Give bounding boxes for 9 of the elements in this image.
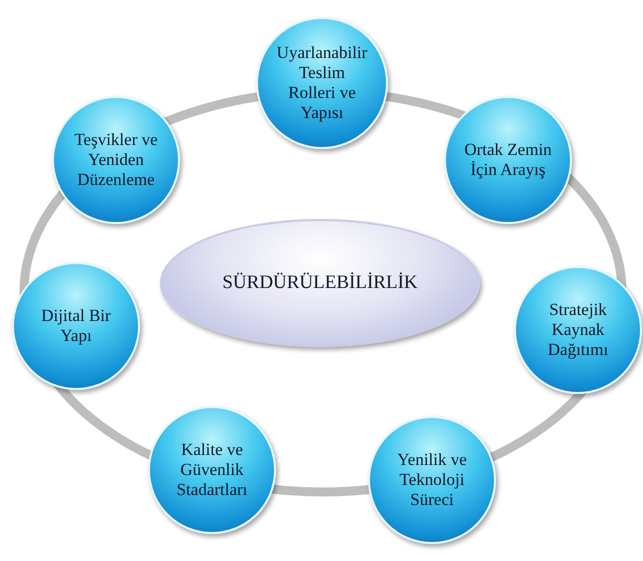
node-text: Kalite ve Güvenlik Stadartları	[176, 440, 248, 500]
node-text: Yenilik ve Teknoloji Süreci	[396, 450, 468, 510]
node-text: Dijital Bir Yapı	[40, 306, 112, 346]
node-text: Uyarlanabilir Teslim Rolleri ve Yapısı	[276, 42, 368, 124]
node-text: Ortak Zemin İçin Arayış	[463, 140, 553, 180]
node-text: Stratejik Kaynak Dağıtımı	[546, 300, 610, 360]
circle-node	[52, 96, 180, 224]
node-text: Teşvikler ve Yeniden Düzenleme	[73, 130, 159, 190]
node-text: SÜRDÜRÜLEBİLİRLİK	[222, 272, 418, 294]
